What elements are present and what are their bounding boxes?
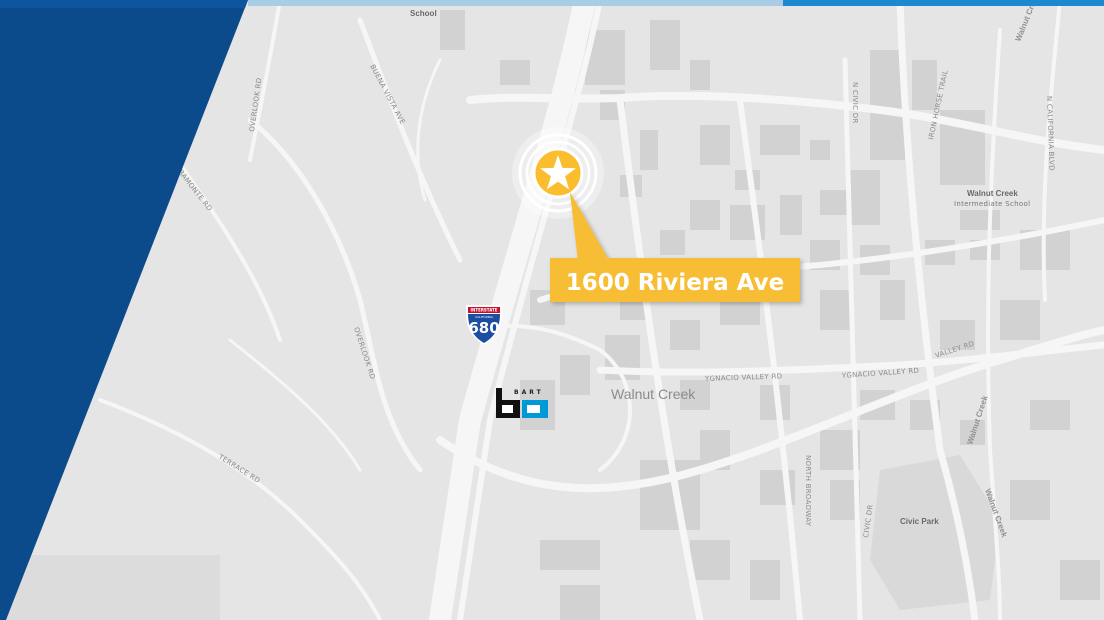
brand-panel [0, 0, 248, 620]
shield-number: 680 [468, 319, 499, 337]
street-label-civic-dr-1: N CIVIC DR [851, 82, 859, 124]
star-icon [540, 155, 576, 190]
place-label-intermediate-2: Intermediate School [954, 200, 1030, 208]
location-marker[interactable] [512, 127, 604, 219]
place-label-school: School [410, 9, 437, 18]
shield-state-text: CALIFORNIA [475, 315, 494, 319]
address-callout[interactable]: 1600 Riviera Ave [550, 192, 800, 302]
park-area [0, 555, 220, 620]
street-label-ygnacio-1: YGNACIO VALLEY RD [704, 372, 783, 383]
top-accent-bar [783, 0, 1104, 6]
place-label-civic-park: Civic Park [900, 517, 939, 526]
place-label-intermediate-1: Walnut Creek [967, 189, 1018, 198]
shield-interstate-text: INTERSTATE [471, 308, 498, 313]
street-label-n-broadway: NORTH BROADWAY [804, 455, 812, 527]
bart-logo-icon: BART [496, 388, 548, 418]
address-label: 1600 Riviera Ave [566, 270, 785, 296]
brand-panel-edge [0, 0, 248, 8]
top-accent-bar-light [248, 0, 783, 6]
street-label-n-california: N CALIFORNIA BLVD [1045, 96, 1056, 171]
city-label: Walnut Creek [611, 386, 696, 402]
bart-text: BART [514, 389, 544, 396]
buildings [440, 10, 1100, 620]
interstate-shield-icon: INTERSTATE CALIFORNIA 680 [466, 305, 502, 345]
